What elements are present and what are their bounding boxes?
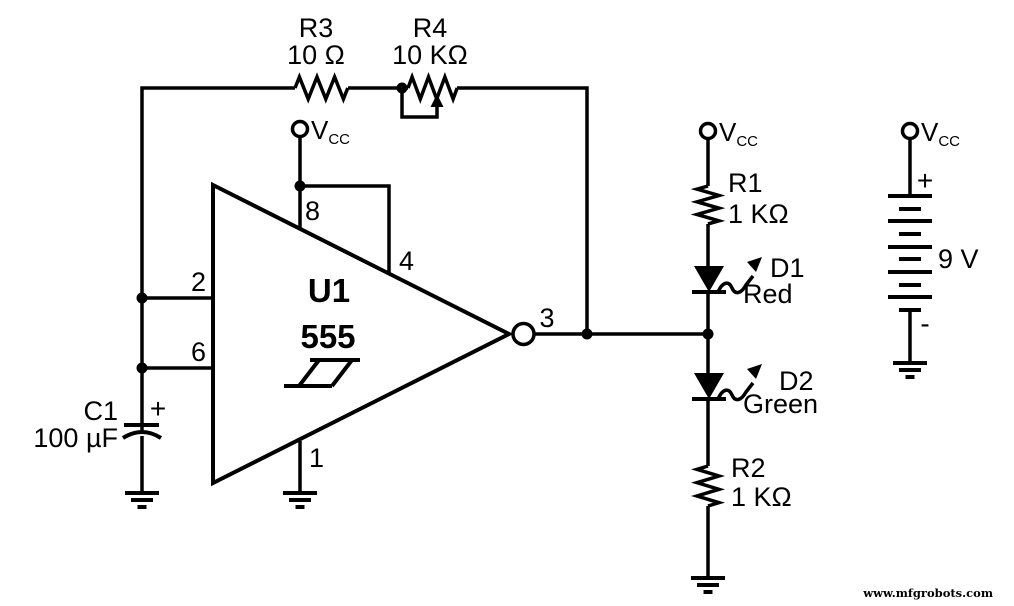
ic-triangle: [211, 181, 514, 487]
vcc-label: VCC: [921, 117, 960, 150]
resistor-r3-value: 10 Ω: [287, 40, 345, 70]
pin-6-label: 6: [191, 337, 206, 367]
potentiometer-r4-zigzag: [406, 71, 459, 105]
resistor-r4-value: 10 KΩ: [392, 40, 468, 70]
led-d2-color: Green: [743, 389, 818, 419]
pin-1-label: 1: [309, 443, 324, 473]
led-d2-triangle: [694, 373, 724, 399]
junction-dot: [136, 292, 148, 304]
battery-branch: VCC + - 9 V: [888, 117, 979, 379]
battery-plus-sign: +: [917, 165, 933, 196]
vcc-circle-icon: [290, 119, 310, 139]
vcc-label: VCC: [311, 115, 350, 148]
led-emission-arrow-icon: [716, 364, 762, 402]
junction-dot: [396, 82, 408, 94]
hysteresis-icon: [284, 358, 360, 388]
led-d2-label: D2: [779, 366, 814, 396]
watermark: www.mfgrobots.com: [862, 586, 993, 600]
c1-polarity-sign: +: [150, 393, 166, 424]
junction-dot: [294, 180, 306, 192]
resistor-r3-label: R3: [299, 13, 334, 43]
led-d1-triangle: [694, 266, 724, 292]
ground-icon: [691, 576, 725, 594]
ground-icon: [125, 491, 159, 509]
battery-minus-sign: -: [920, 308, 929, 339]
vcc-circle-icon: [698, 121, 718, 141]
resistor-r1-label: R1: [728, 168, 763, 198]
battery-symbol: [888, 194, 932, 312]
r4-wiper-arrow-icon: [430, 94, 444, 107]
capacitor-c1: + C1 100 µF: [33, 393, 166, 509]
led-emission-arrow-icon: [716, 257, 762, 295]
led-d1-label: D1: [770, 253, 805, 283]
ground-icon: [283, 491, 317, 509]
pin-4-label: 4: [399, 246, 414, 276]
c1-plate-bottom: [121, 430, 163, 440]
battery-voltage-label: 9 V: [938, 244, 979, 274]
r4-wiper-link: [400, 88, 439, 119]
ground-icon: [893, 361, 927, 379]
junction-dot: [581, 328, 593, 340]
resistor-r4-label: R4: [413, 13, 448, 43]
pin-4-wire: [300, 184, 391, 274]
led-branch: VCC R1 1 KΩ D1 Red D2 Green R2 1 KΩ: [690, 117, 818, 594]
wire-r4-right-rail: [457, 86, 589, 334]
led-d1-color: Red: [743, 279, 793, 309]
vcc-circle-icon: [900, 121, 920, 141]
pin-2-label: 2: [191, 267, 206, 297]
vcc-terminal-ic: VCC: [290, 115, 350, 148]
resistor-r2-label: R2: [731, 453, 766, 483]
capacitor-c1-value: 100 µF: [33, 423, 118, 453]
resistor-r2-zigzag: [690, 464, 726, 508]
wire-left-rail: [140, 86, 295, 430]
capacitor-c1-label: C1: [83, 396, 118, 426]
resistor-r2-value: 1 KΩ: [731, 482, 792, 512]
pin-3-label: 3: [539, 303, 554, 333]
junction-dot: [136, 362, 148, 374]
ic-ref-label: U1: [308, 272, 350, 309]
resistor-r1-value: 1 KΩ: [728, 199, 789, 229]
ic-part-label: 555: [300, 318, 355, 355]
feedback-network: R3 10 Ω R4 10 KΩ: [140, 13, 589, 430]
vcc-label: VCC: [719, 117, 758, 150]
ic-555: U1 555 8 4 2 6 3 1: [136, 136, 708, 509]
output-bubble: [511, 321, 536, 347]
resistor-r3-zigzag: [293, 72, 350, 104]
pin-8-label: 8: [305, 196, 320, 226]
resistor-r1-zigzag: [690, 184, 726, 226]
